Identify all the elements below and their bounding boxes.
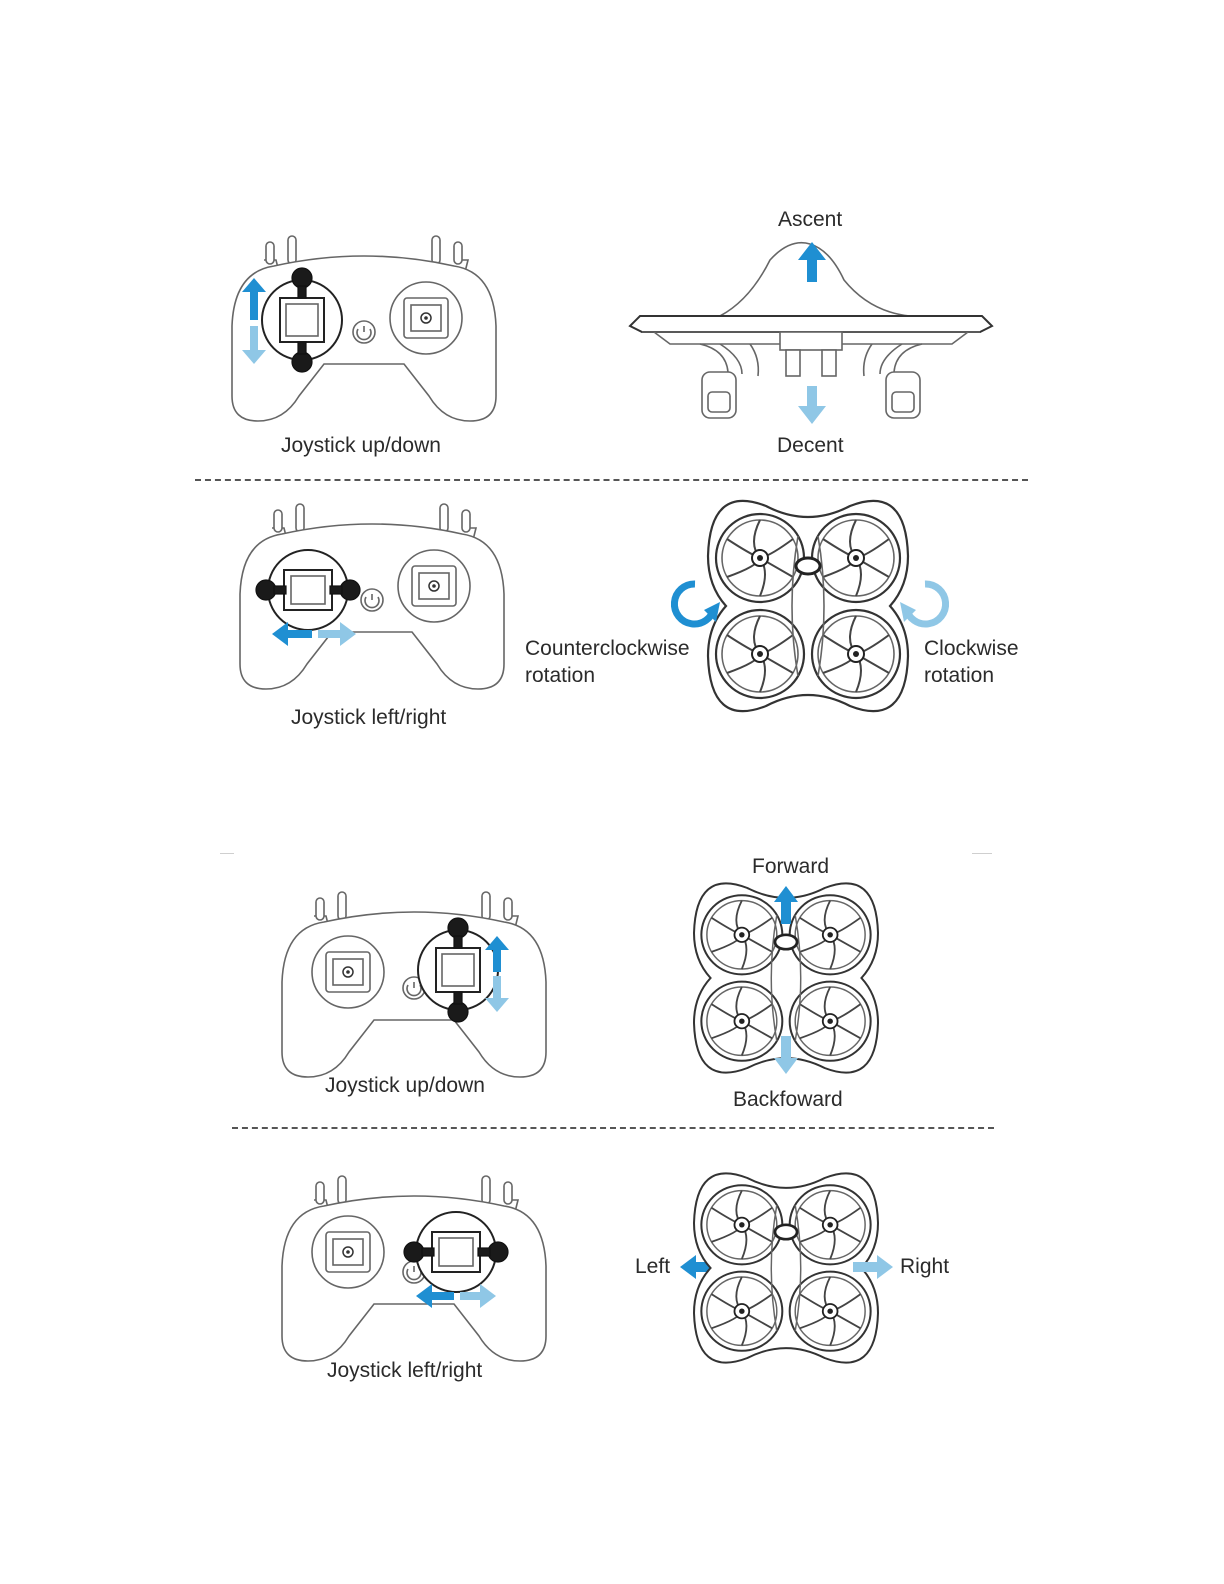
divider bbox=[195, 479, 1028, 481]
arrow-down-icon bbox=[798, 386, 826, 424]
label-counterclockwise: Counterclockwise bbox=[525, 636, 690, 662]
label-rotation-right: rotation bbox=[924, 663, 994, 689]
drone-top-icon bbox=[700, 496, 916, 716]
page-tick bbox=[972, 853, 992, 854]
caption-joystick-left-right: Joystick left/right bbox=[327, 1358, 482, 1384]
rotate-ccw-icon bbox=[668, 578, 722, 632]
controller-icon bbox=[242, 514, 504, 694]
page-tick bbox=[220, 853, 234, 854]
divider bbox=[232, 1127, 994, 1129]
label-forward: Forward bbox=[752, 854, 829, 880]
label-rotation-left: rotation bbox=[525, 663, 595, 689]
caption-joystick-left-right: Joystick left/right bbox=[291, 705, 446, 731]
controller-icon bbox=[234, 246, 496, 426]
label-decent: Decent bbox=[777, 433, 844, 459]
caption-joystick-up-down: Joystick up/down bbox=[325, 1073, 485, 1099]
label-left: Left bbox=[635, 1254, 670, 1280]
arrow-right-icon bbox=[853, 1254, 893, 1280]
rotate-cw-icon bbox=[898, 578, 952, 632]
caption-joystick-up-down: Joystick up/down bbox=[281, 433, 441, 459]
controller-icon bbox=[284, 1186, 546, 1366]
label-right: Right bbox=[900, 1254, 949, 1280]
controller-icon bbox=[284, 902, 546, 1082]
drone-top-icon bbox=[678, 878, 894, 1078]
drone-side-icon bbox=[630, 240, 992, 425]
label-clockwise: Clockwise bbox=[924, 636, 1019, 662]
label-ascent: Ascent bbox=[778, 207, 842, 233]
label-backfoward: Backfoward bbox=[733, 1087, 843, 1113]
